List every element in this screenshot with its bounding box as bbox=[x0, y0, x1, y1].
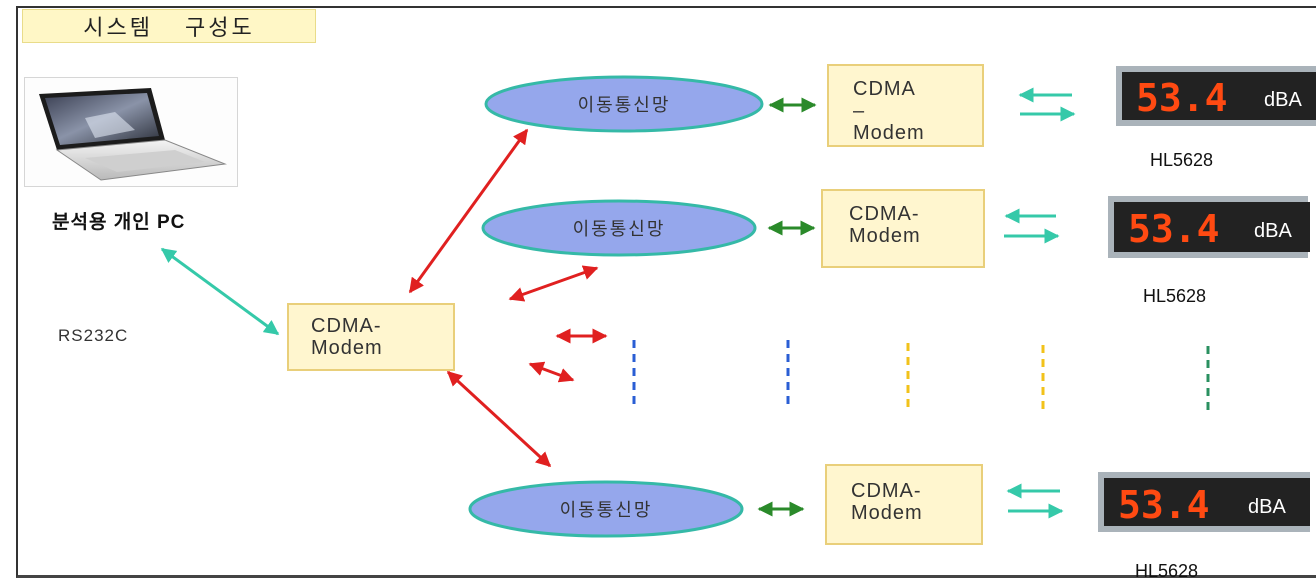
laptop-icon bbox=[24, 77, 238, 187]
display-device-3: 53.4 dBA bbox=[1098, 472, 1310, 532]
cdma-link-mid-2 bbox=[528, 361, 575, 383]
network-label: 이동통신망 bbox=[573, 219, 666, 240]
network-label: 이동통신망 bbox=[560, 500, 653, 521]
display-reading: 53.4 bbox=[1136, 76, 1228, 120]
diagram-frame bbox=[16, 6, 1316, 578]
network-node-1: 이동통신망 bbox=[484, 75, 764, 133]
remote-modem-1: CDMA – Modem bbox=[827, 64, 984, 147]
display-reading: 53.4 bbox=[1128, 207, 1220, 251]
network-label: 이동통신망 bbox=[578, 95, 671, 116]
diagram-title: 시스템 구성도 bbox=[22, 9, 316, 43]
network-node-3: 이동통신망 bbox=[468, 480, 744, 538]
modem-label-line2: Modem bbox=[849, 225, 921, 247]
modem-label-line3: Modem bbox=[853, 122, 925, 144]
display-unit: dBA bbox=[1248, 496, 1286, 518]
modem-label-line2: – bbox=[853, 100, 866, 122]
cdma-link-1 bbox=[408, 128, 529, 294]
display-unit: dBA bbox=[1254, 220, 1292, 242]
display-model-label: HL5628 bbox=[1143, 286, 1207, 306]
display-model-label: HL5628 bbox=[1135, 561, 1199, 581]
modem-label-line1: CDMA- bbox=[849, 203, 920, 225]
central-modem: CDMA- Modem bbox=[287, 303, 455, 371]
display-reading: 53.4 bbox=[1118, 483, 1210, 527]
pc-label: 분석용 개인 PC bbox=[52, 212, 186, 233]
modem-label-line1: CDMA- bbox=[311, 315, 382, 337]
modem-label-line1: CDMA- bbox=[851, 480, 922, 502]
serial-link bbox=[160, 247, 280, 336]
display-unit: dBA bbox=[1264, 89, 1302, 111]
display-model-label: HL5628 bbox=[1150, 150, 1214, 170]
modem-label-line1: CDMA bbox=[853, 78, 916, 100]
remote-modem-3: CDMA- Modem bbox=[825, 464, 983, 545]
display-device-1: 53.4 dBA bbox=[1116, 66, 1316, 126]
modem-label-line2: Modem bbox=[851, 502, 923, 524]
display-device-2: 53.4 dBA bbox=[1108, 196, 1310, 258]
cdma-link-3 bbox=[446, 370, 552, 468]
interface-label: RS232C bbox=[58, 326, 129, 345]
remote-modem-2: CDMA- Modem bbox=[821, 189, 985, 268]
cdma-link-2 bbox=[508, 265, 599, 302]
modem-label-line2: Modem bbox=[311, 337, 383, 359]
network-node-2: 이동통신망 bbox=[481, 199, 757, 257]
